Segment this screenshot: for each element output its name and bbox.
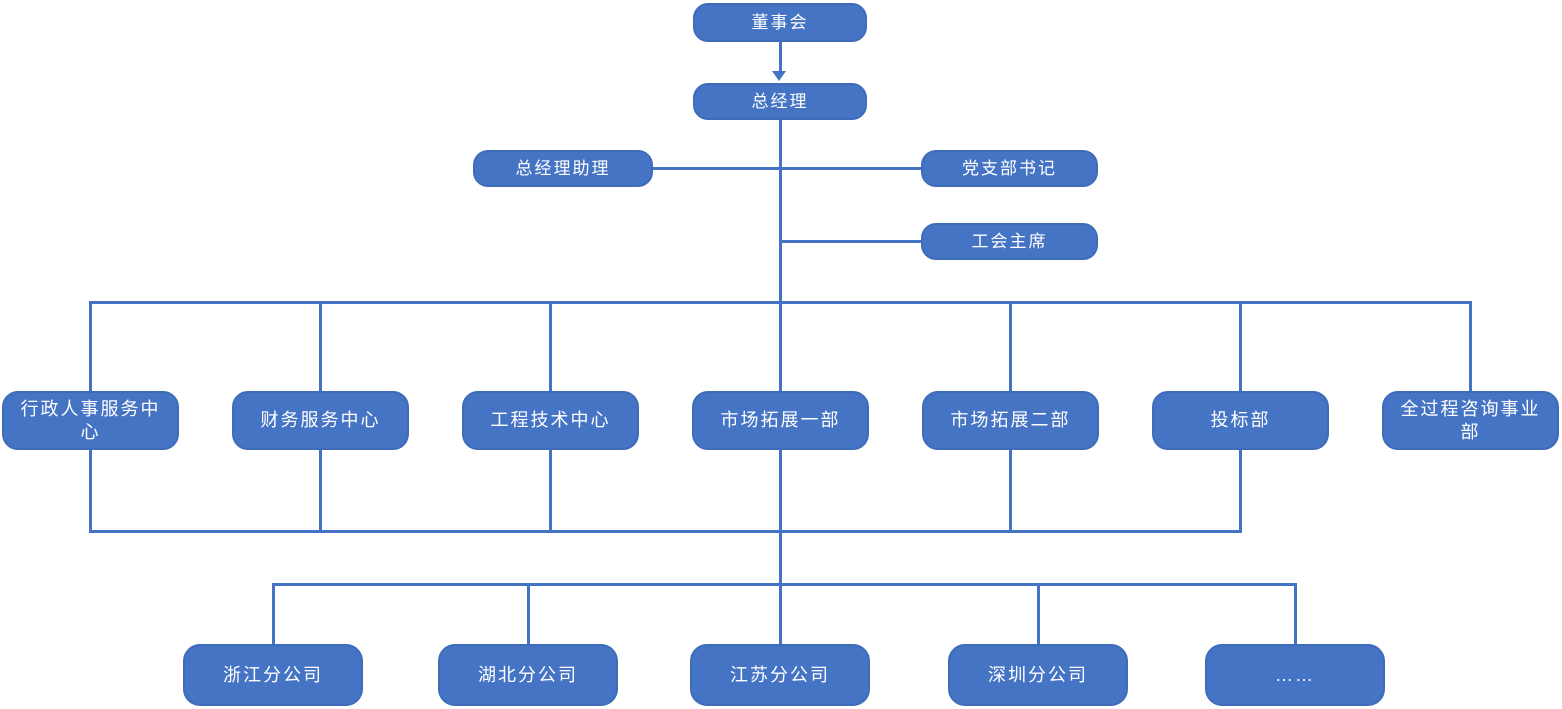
node-party-branch-secretary-label: 党支部书记 [962, 158, 1057, 178]
connector-downdrop-finance [318, 450, 322, 533]
connector-gm-stem [778, 120, 782, 304]
node-party-branch-secretary[interactable]: 党支部书记 [921, 150, 1098, 187]
node-zhejiang-branch-label: 浙江分公司 [223, 664, 323, 685]
connector-drop-consulting [1468, 301, 1472, 391]
connector-drop-finance [318, 301, 322, 391]
connector-party-secretary [780, 167, 921, 170]
connector-drop-zhejiang [271, 583, 275, 644]
node-union-chairman[interactable]: 工会主席 [921, 223, 1098, 260]
node-market-expansion-dept-2[interactable]: 市场拓展二部 [922, 391, 1099, 450]
node-gm-assistant[interactable]: 总经理助理 [473, 150, 653, 187]
node-engineering-tech-center-label: 工程技术中心 [490, 410, 611, 431]
node-bidding-dept[interactable]: 投标部 [1152, 391, 1329, 450]
connector-drop-hubei [526, 583, 530, 644]
node-market-expansion-dept-2-label: 市场拓展二部 [950, 410, 1071, 431]
connector-drop-jiangsu [778, 583, 782, 644]
node-board-of-directors-label: 董事会 [751, 12, 809, 32]
connector-drop-market2 [1008, 301, 1012, 391]
node-union-chairman-label: 工会主席 [971, 231, 1048, 251]
connector-downdrop-market2 [1008, 450, 1012, 533]
node-shenzhen-branch-label: 深圳分公司 [988, 664, 1088, 685]
connector-drop-more [1293, 583, 1297, 644]
node-jiangsu-branch[interactable]: 江苏分公司 [690, 644, 870, 706]
connector-mid-bus [88, 530, 1242, 533]
node-general-manager-label: 总经理 [751, 91, 809, 111]
connector-drop-admin-hr [88, 301, 92, 391]
node-market-expansion-dept-1-label: 市场拓展一部 [720, 410, 841, 431]
node-finance-service-center-label: 财务服务中心 [260, 410, 381, 431]
node-finance-service-center[interactable]: 财务服务中心 [232, 391, 409, 450]
node-whole-process-consulting-division[interactable]: 全过程咨询事业部 [1382, 391, 1559, 450]
node-admin-hr-service-center[interactable]: 行政人事服务中心 [2, 391, 179, 450]
node-jiangsu-branch-label: 江苏分公司 [730, 664, 830, 685]
connector-downdrop-engineering [548, 450, 552, 533]
connector-drop-market1 [778, 301, 782, 391]
connector-downdrop-market1 [778, 450, 782, 533]
connector-gm-assistant [652, 167, 780, 170]
node-bidding-dept-label: 投标部 [1210, 410, 1271, 431]
connector-downdrop-bidding [1238, 450, 1242, 533]
connector-drop-engineering [548, 301, 552, 391]
node-more-branches-label: …… [1275, 664, 1315, 685]
connector-drop-bidding [1238, 301, 1242, 391]
node-more-branches[interactable]: …… [1205, 644, 1385, 706]
node-gm-assistant-label: 总经理助理 [515, 158, 611, 178]
node-board-of-directors[interactable]: 董事会 [693, 3, 867, 42]
connector-drop-shenzhen [1036, 583, 1040, 644]
node-general-manager[interactable]: 总经理 [693, 83, 867, 120]
node-market-expansion-dept-1[interactable]: 市场拓展一部 [692, 391, 869, 450]
connector-board-gm [778, 42, 782, 72]
node-hubei-branch-label: 湖北分公司 [478, 664, 578, 685]
connector-downdrop-admin-hr [88, 450, 92, 533]
node-whole-process-consulting-division-label: 全过程咨询事业部 [1400, 399, 1541, 442]
node-engineering-tech-center[interactable]: 工程技术中心 [462, 391, 639, 450]
node-admin-hr-service-center-label: 行政人事服务中心 [20, 399, 161, 442]
connector-union-chairman [780, 240, 921, 243]
connector-branch-stem [778, 530, 782, 586]
connector-branch-bus [271, 583, 1297, 586]
node-hubei-branch[interactable]: 湖北分公司 [438, 644, 618, 706]
node-zhejiang-branch[interactable]: 浙江分公司 [183, 644, 363, 706]
arrow-down-icon [771, 71, 786, 81]
node-shenzhen-branch[interactable]: 深圳分公司 [948, 644, 1128, 706]
